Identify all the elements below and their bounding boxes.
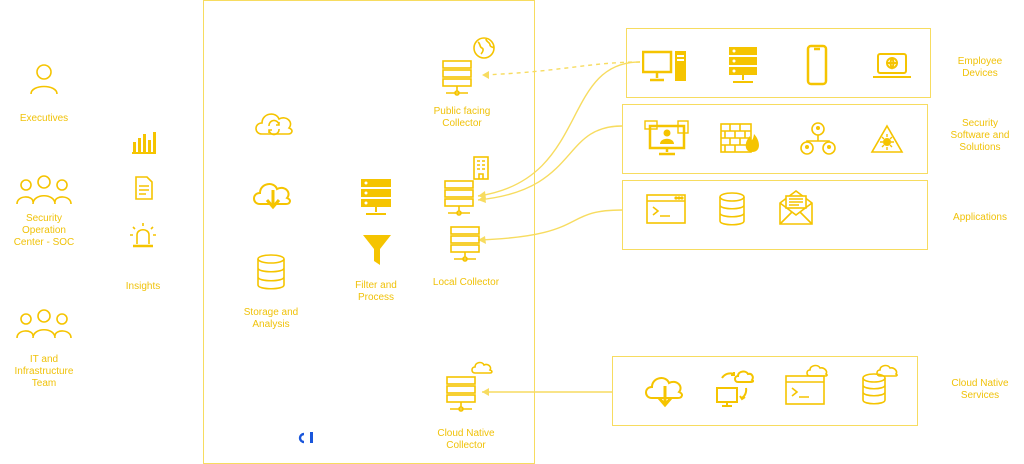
public-collector-label: Public facing Collector	[433, 106, 491, 129]
cloud-sync-icon	[252, 108, 296, 141]
collector-server-icon	[442, 60, 472, 101]
cloud-sync-icon	[714, 368, 755, 413]
monitor-user-icon	[644, 120, 690, 161]
consumer-label-executives: Executives	[19, 113, 69, 124]
phone-icon	[806, 44, 828, 91]
terminal-icon	[646, 194, 686, 229]
employee-devices-label: Employee Devices	[957, 56, 1003, 79]
server-icon	[360, 178, 392, 221]
mail-icon	[778, 188, 814, 231]
laptop-icon	[872, 52, 912, 85]
user-icon	[28, 62, 60, 101]
security-software-label: Security Software and Solutions	[950, 118, 1010, 153]
collector-server-icon	[450, 226, 480, 267]
applications-label: Applications	[953, 212, 1007, 223]
applications-to-local-collector-line	[477, 209, 623, 241]
cloud-icon	[470, 360, 494, 379]
cloud-database-icon	[860, 362, 900, 411]
firewall-icon	[720, 122, 762, 159]
collector-server-icon	[446, 376, 476, 417]
team-icon	[16, 174, 72, 211]
applications-box	[622, 180, 928, 250]
logo-mark	[298, 430, 316, 449]
local-collector-label: Local Collector	[432, 277, 500, 288]
employee-devices-box	[626, 28, 931, 98]
desktop-icon	[641, 50, 688, 87]
globe-icon	[472, 36, 496, 65]
platform-box	[203, 0, 535, 464]
cloud-download-icon	[642, 372, 688, 413]
database-icon	[718, 192, 746, 231]
network-users-icon	[800, 122, 836, 161]
security-software-box	[622, 104, 928, 174]
insights-label: Insights	[125, 281, 161, 292]
employee-to-public-collector-line	[481, 61, 641, 76]
security-to-local-collector-line	[477, 125, 623, 201]
consumer-label-soc: Security Operation Center - SOC	[13, 213, 75, 248]
collector-server-icon	[444, 180, 474, 221]
cloud-native-services-label: Cloud Native Services	[951, 378, 1009, 401]
hazard-icon	[870, 124, 904, 159]
document-icon	[134, 176, 154, 205]
database-icon	[256, 254, 286, 295]
storage-analysis-label: Storage and Analysis	[243, 307, 299, 330]
alarm-icon	[129, 222, 157, 253]
bar-chart-icon	[132, 130, 156, 159]
cloud-download-icon	[250, 178, 296, 217]
cloud-terminal-icon	[784, 362, 830, 411]
cloud-native-services-box	[612, 356, 918, 426]
filter-process-label: Filter and Process	[355, 280, 397, 303]
consumer-label-it-team: IT and Infrastructure Team	[14, 354, 74, 389]
funnel-icon	[362, 234, 392, 271]
team-icon	[16, 308, 72, 345]
employee-to-local-collector-line	[477, 61, 641, 197]
building-icon	[472, 156, 490, 185]
cloud-collector-label: Cloud Native Collector	[437, 428, 495, 451]
server-icon	[728, 46, 758, 89]
